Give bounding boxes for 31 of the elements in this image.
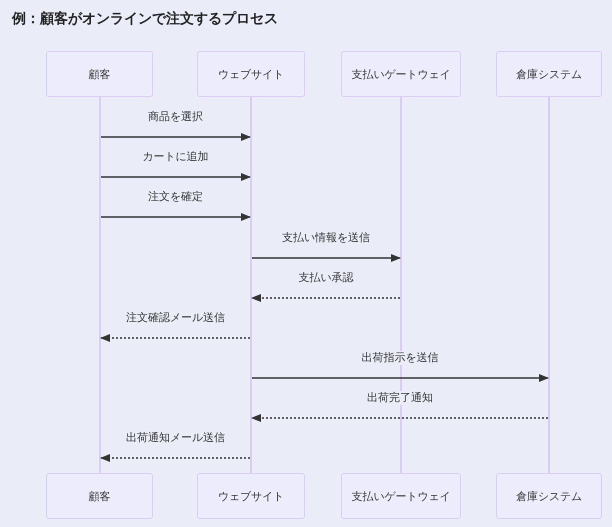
message-arrow (100, 454, 250, 462)
message-arrow (251, 294, 400, 302)
message-label: 注文確認メール送信 (124, 311, 227, 325)
participant-box: 顧客 (46, 51, 153, 97)
message-label: 支払い情報を送信 (280, 231, 372, 245)
participant-box: 倉庫システム (496, 473, 602, 519)
message-arrow (251, 414, 548, 422)
message-label: 注文を確定 (146, 190, 205, 204)
participant-box: 倉庫システム (496, 51, 602, 97)
lifeline (250, 97, 252, 473)
participant-box: 顧客 (46, 473, 153, 519)
message-arrow (101, 173, 251, 181)
participant-box: ウェブサイト (197, 51, 305, 97)
participant-box: 支払いゲートウェイ (341, 473, 461, 519)
participant-box: ウェブサイト (197, 473, 305, 519)
message-label: 出荷通知メール送信 (124, 431, 227, 445)
message-label: カートに追加 (140, 150, 210, 164)
lifeline (548, 97, 550, 473)
message-arrow (100, 334, 250, 342)
message-arrow (101, 213, 251, 221)
lifeline (400, 97, 402, 473)
lifeline (99, 97, 101, 473)
message-arrow (252, 374, 549, 382)
message-label: 出荷指示を送信 (360, 351, 440, 365)
message-label: 出荷完了通知 (365, 391, 435, 405)
message-label: 商品を選択 (146, 110, 205, 124)
message-arrow (101, 133, 251, 141)
message-arrow (252, 254, 401, 262)
diagram-title: 例：顧客がオンラインで注文するプロセス (12, 10, 278, 28)
message-label: 支払い承認 (296, 271, 356, 285)
participant-box: 支払いゲートウェイ (341, 51, 461, 97)
